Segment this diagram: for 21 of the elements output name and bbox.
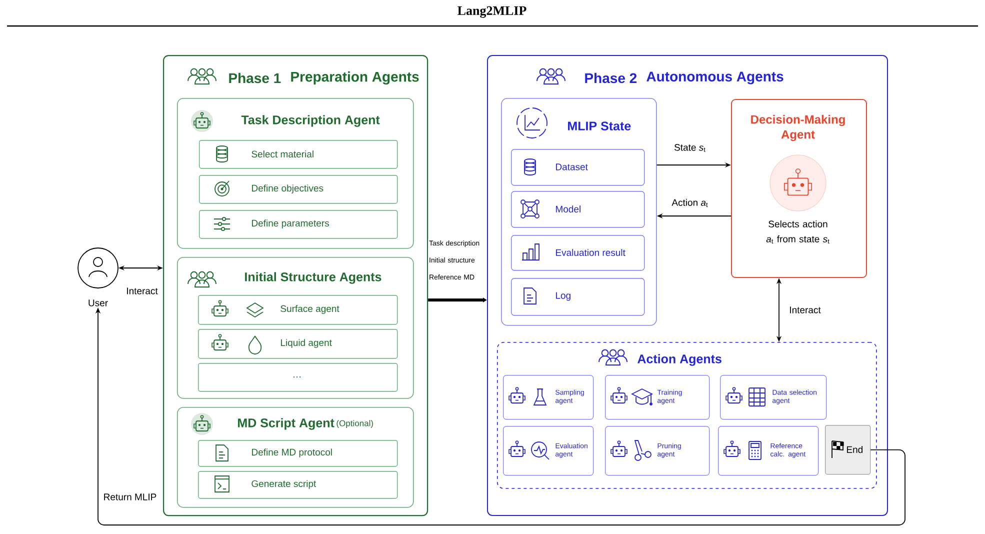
edge-label: Action a$_{t}$ <box>670 198 710 208</box>
task-box: Define MD protocol <box>198 440 398 467</box>
task-box: … <box>198 362 398 392</box>
user-label: User <box>88 300 108 306</box>
task-box: Liquid agent <box>198 328 398 359</box>
state-item-box: Log <box>511 278 645 316</box>
end-box: End <box>825 425 871 475</box>
title: Lang2MLIP <box>458 6 526 18</box>
edge-label: Interact <box>125 286 159 296</box>
state-item-box: Model <box>511 191 645 228</box>
state-item-box: Evaluation result <box>511 235 645 271</box>
edge-label: Interact <box>788 306 822 314</box>
task-box: Surface agent <box>198 295 398 325</box>
state-item-box: Dataset <box>511 149 645 186</box>
agent-card: Decision-Making Agent Selects action a$_{t}$ from state s$_{t}$ <box>731 99 867 278</box>
task-box: Define parameters <box>199 210 398 239</box>
task-box: Select material <box>199 140 398 169</box>
task-box: Generate script <box>198 470 398 499</box>
task-box: Define objectives <box>199 175 398 204</box>
edge-label: Return MLIP <box>102 492 158 502</box>
edge-label: State s$_{t}$ <box>673 143 707 153</box>
